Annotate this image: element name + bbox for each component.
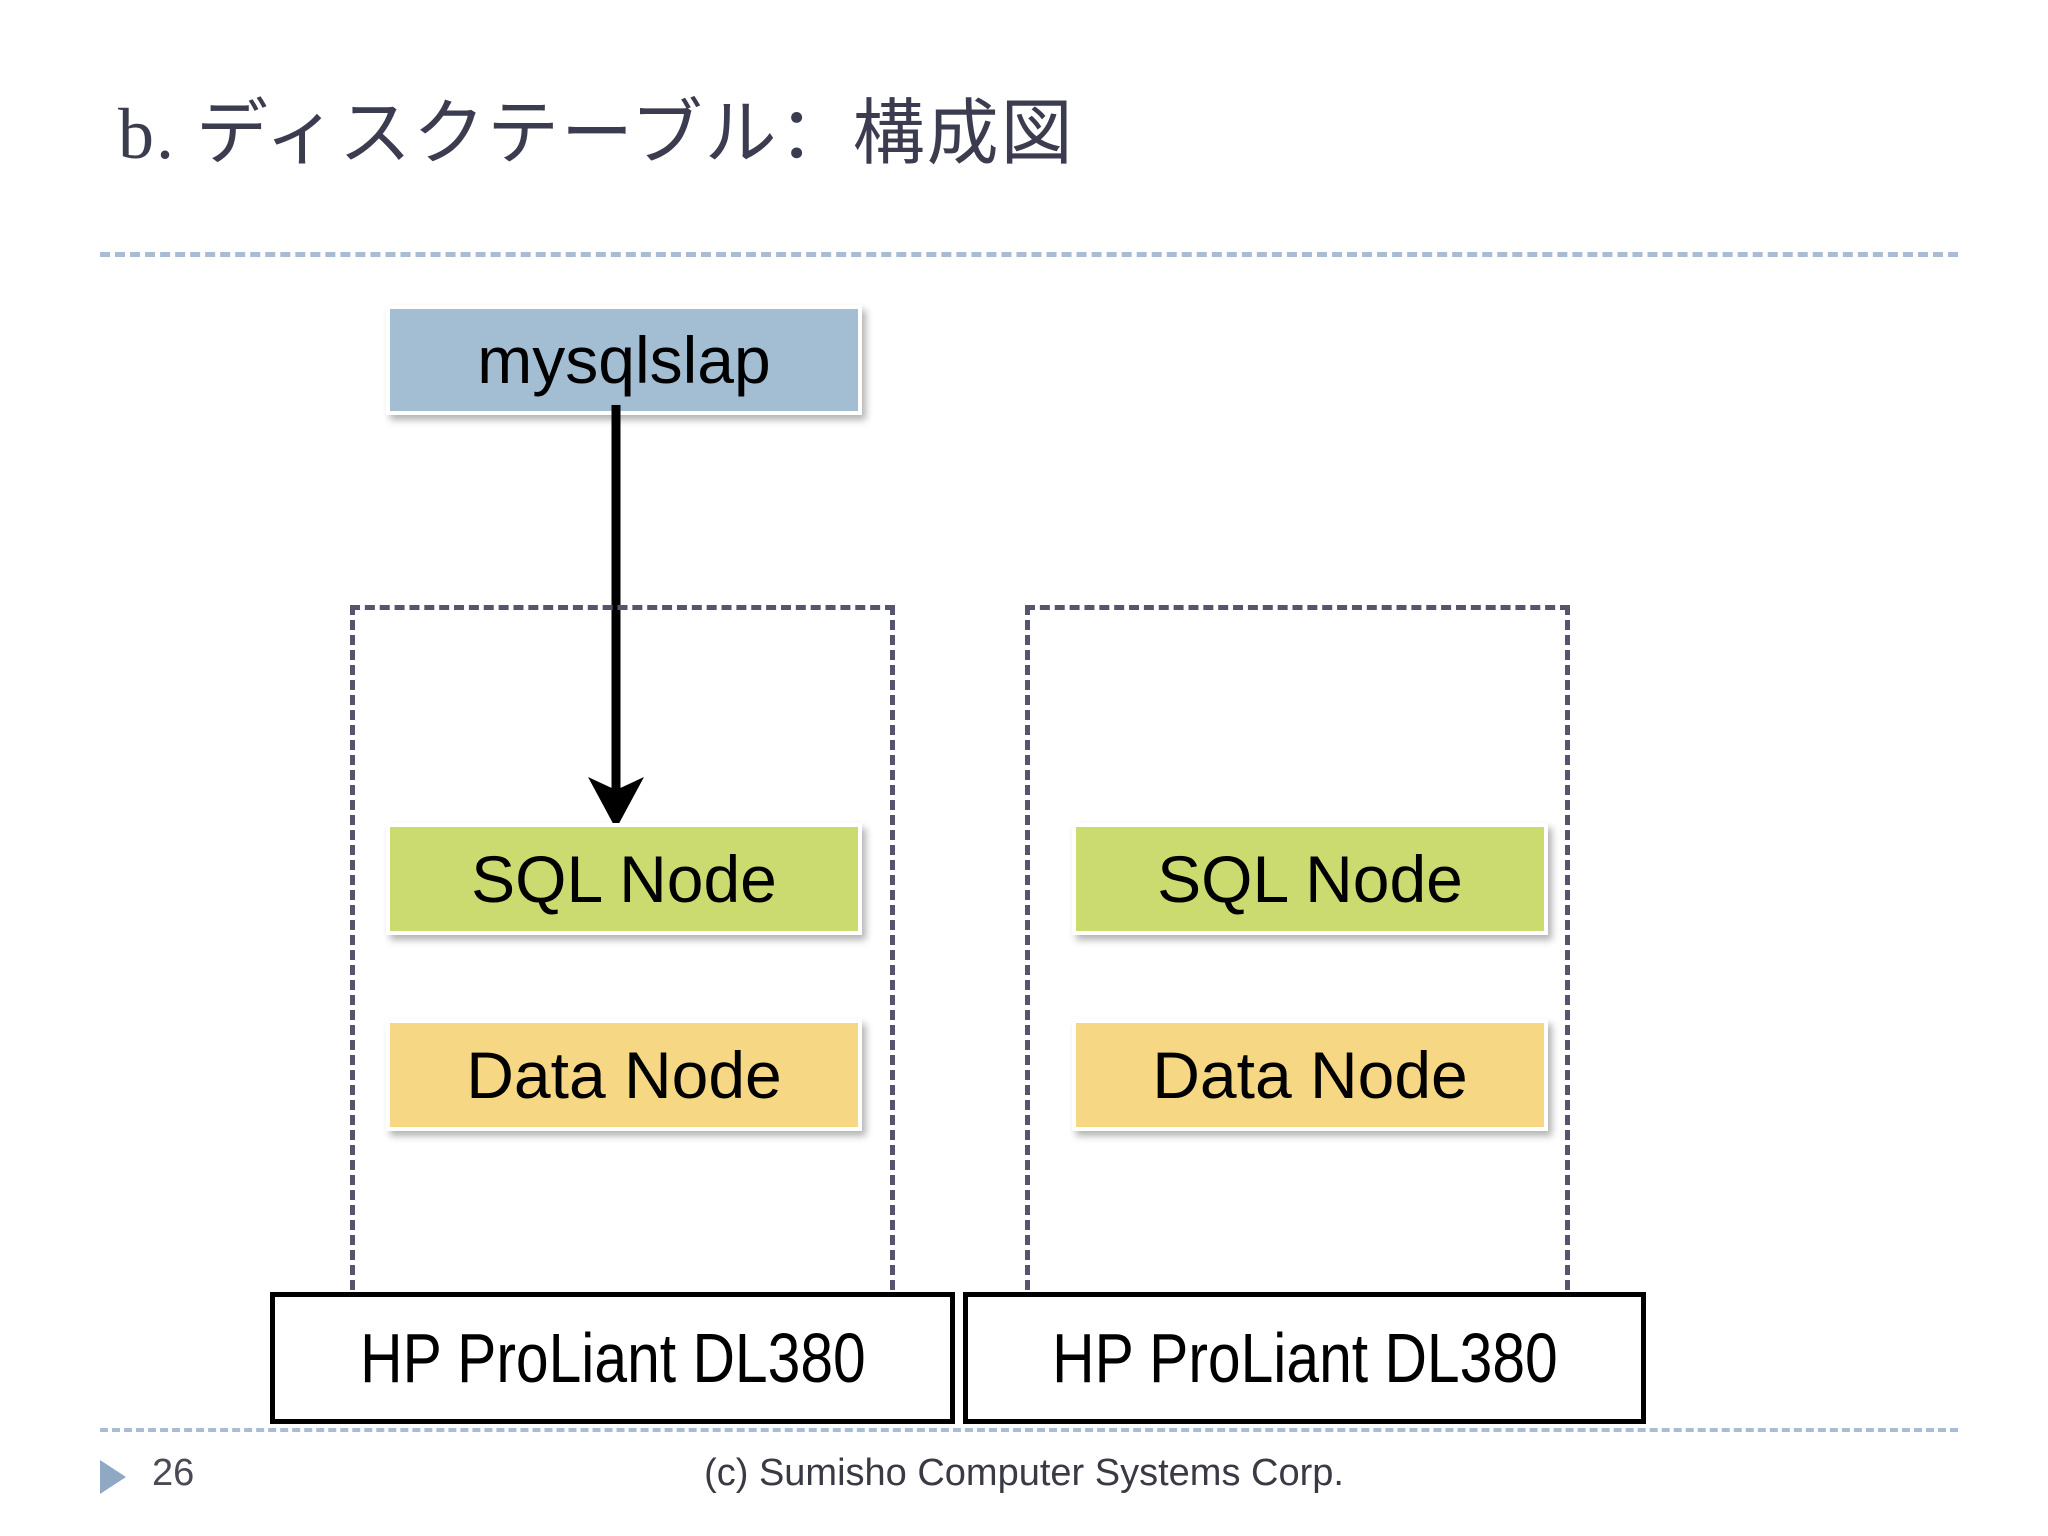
- node-data-node-right-label: Data Node: [1152, 1038, 1468, 1112]
- node-sql-node-left: SQL Node: [386, 823, 862, 935]
- server-chassis-right-label: HP ProLiant DL380: [1051, 1319, 1558, 1397]
- node-sql-node-right: SQL Node: [1072, 823, 1548, 935]
- triangle-bullet-icon: [100, 1460, 126, 1494]
- page-number: 26: [152, 1452, 195, 1494]
- arrow-mysqlslap-to-sql-node: [588, 405, 644, 829]
- server-group-left: [350, 605, 895, 1305]
- footer-divider: [100, 1428, 1958, 1432]
- server-chassis-left: HP ProLiant DL380: [270, 1292, 955, 1424]
- server-chassis-right: HP ProLiant DL380: [963, 1292, 1646, 1424]
- node-sql-node-left-label: SQL Node: [471, 842, 777, 916]
- copyright-notice: (c) Sumisho Computer Systems Corp.: [704, 1452, 1344, 1494]
- node-mysqlslap-label: mysqlslap: [477, 323, 771, 397]
- page-title: b. ディスクテーブル：構成図: [118, 94, 1075, 174]
- server-chassis-left-label: HP ProLiant DL380: [359, 1319, 866, 1397]
- node-mysqlslap: mysqlslap: [386, 305, 862, 415]
- node-data-node-right: Data Node: [1072, 1019, 1548, 1131]
- node-sql-node-right-label: SQL Node: [1157, 842, 1463, 916]
- title-divider: [100, 252, 1958, 257]
- node-data-node-left-label: Data Node: [466, 1038, 782, 1112]
- node-data-node-left: Data Node: [386, 1019, 862, 1131]
- server-group-right: [1025, 605, 1570, 1305]
